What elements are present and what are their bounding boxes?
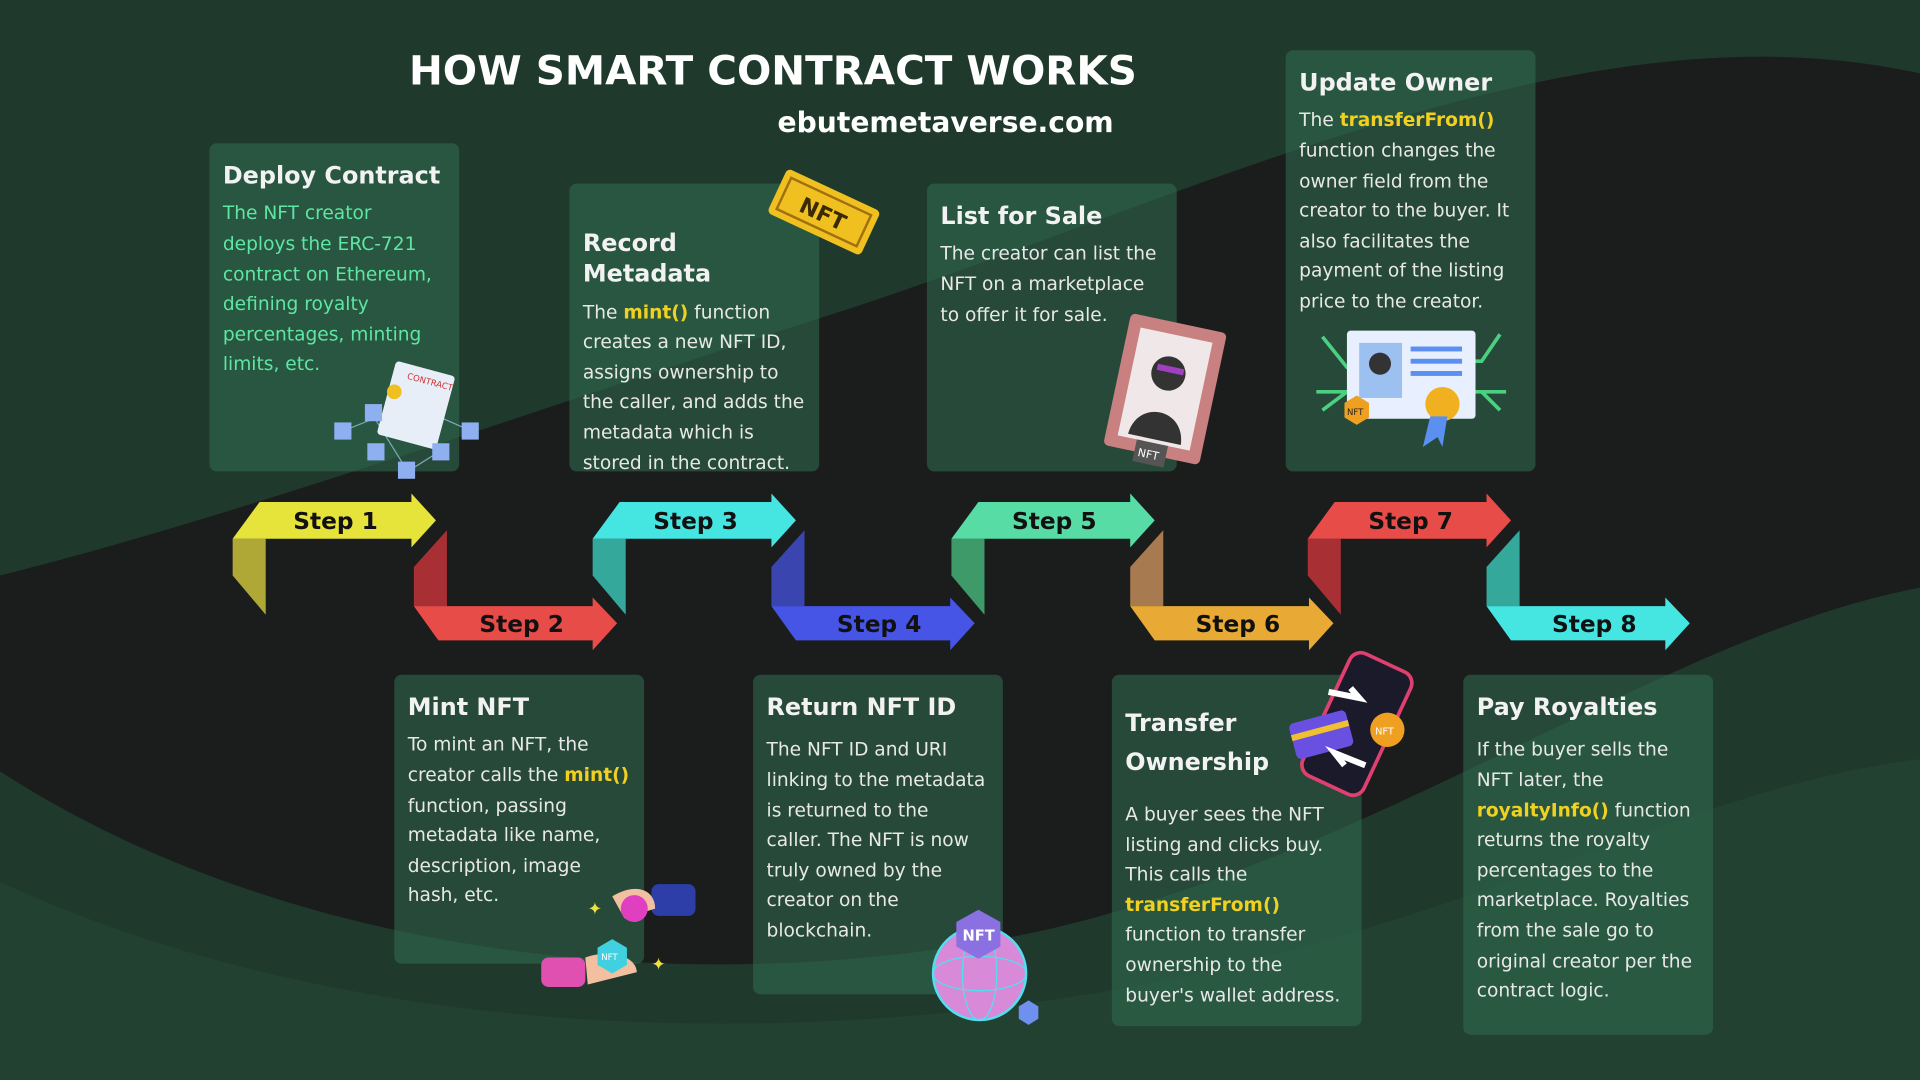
- step-label: Step 1: [293, 508, 378, 535]
- card-body: The mint() function creates a new NFT ID…: [582, 300, 805, 474]
- svg-text:NFT: NFT: [962, 927, 994, 944]
- card-body: The creator can list the NFT on a market…: [940, 242, 1157, 326]
- hands-exchanging-nft-icon: NFT ✦ ✦: [541, 884, 696, 987]
- card-body: A buyer sees the NFT listing and clicks …: [1125, 803, 1341, 1006]
- certificate-circuit-icon: NFT: [1316, 330, 1507, 447]
- step-label: Step 2: [479, 611, 564, 638]
- nft-globe-icon: NFT: [931, 909, 1039, 1025]
- step-label: Step 3: [653, 508, 738, 535]
- arrow-bar: [592, 493, 796, 548]
- step-label: Step 7: [1368, 508, 1453, 535]
- arrow-fold: [951, 538, 985, 615]
- card-title: Deploy Contract: [222, 161, 441, 190]
- card-pay-royalties: Pay Royalties If the buyer sells the NFT…: [1463, 674, 1714, 1035]
- card-transfer-ownership: Transfer Ownership A buyer sees the NFT …: [1111, 674, 1362, 1027]
- step-arrow-5: Step 5: [951, 493, 1155, 615]
- step-arrow-6: Step 6: [1130, 530, 1334, 651]
- card-body: The transferFrom() function changes the …: [1299, 109, 1510, 313]
- svg-text:✦: ✦: [651, 955, 665, 975]
- svg-text:✦: ✦: [588, 900, 602, 920]
- step-arrow-3: Step 3: [592, 493, 796, 615]
- card-title: Record Metadata: [582, 228, 712, 289]
- card-title: Return NFT ID: [766, 693, 957, 722]
- arrow-fold: [771, 530, 805, 607]
- card-mint-nft: Mint NFT To mint an NFT, the creator cal…: [394, 674, 645, 964]
- card-title: Pay Royalties: [1476, 693, 1658, 722]
- card-title: Transfer Ownership: [1125, 708, 1270, 777]
- contract-network-icon: CONTRACT: [334, 361, 479, 479]
- code-transferfrom: transferFrom(): [1339, 109, 1495, 132]
- arrow-fold: [1130, 530, 1164, 607]
- arrow-fold: [232, 538, 266, 615]
- nft-portrait-frame-icon: NFT: [1104, 313, 1227, 468]
- page-title: HOW SMART CONTRACT WORKS: [408, 46, 1137, 95]
- arrow-fold: [1307, 538, 1341, 615]
- card-body: If the buyer sells the NFT later, the ro…: [1476, 738, 1693, 1002]
- arrow-bar: [1307, 493, 1512, 548]
- card-body: The NFT creator deploys the ERC-721 cont…: [222, 202, 432, 376]
- step-label: Step 8: [1552, 611, 1637, 638]
- arrow-bar: [232, 493, 436, 548]
- arrow-bar: [1130, 597, 1334, 651]
- step-arrow-8: Step 8: [1486, 530, 1690, 651]
- card-update-owner: Update Owner The transferFrom() function…: [1285, 50, 1536, 472]
- card-title: Update Owner: [1299, 68, 1493, 97]
- card-body: To mint an NFT, the creator calls the mi…: [407, 733, 630, 907]
- arrow-bar: [771, 597, 975, 651]
- step-arrow-1: Step 1: [232, 493, 436, 615]
- step-label: Step 6: [1196, 611, 1281, 638]
- arrow-bar: [1486, 597, 1690, 651]
- card-title: Mint NFT: [407, 693, 530, 722]
- card-return-nft-id: Return NFT ID The NFT ID and URI linking…: [753, 674, 1003, 995]
- step-label: Step 5: [1012, 508, 1097, 535]
- nft-ticket-icon: NFT: [768, 169, 880, 255]
- arrow-bar: [951, 493, 1155, 548]
- phone-card-transfer-icon: NFT: [1289, 650, 1414, 798]
- card-body: The NFT ID and URI linking to the metada…: [766, 738, 986, 942]
- card-record-metadata: Record Metadata The mint() function crea…: [569, 183, 820, 473]
- arrow-bar: [413, 597, 618, 651]
- arrow-fold: [413, 530, 447, 607]
- code-transferfrom: transferFrom(): [1125, 893, 1280, 916]
- svg-text:NFT: NFT: [1347, 408, 1364, 418]
- step-arrow-4: Step 4: [771, 530, 975, 651]
- website-label: ebutemetaverse.com: [777, 107, 1114, 140]
- svg-text:NFT: NFT: [1137, 446, 1161, 463]
- arrow-fold: [592, 538, 626, 615]
- card-title: List for Sale: [940, 202, 1103, 231]
- code-mint: mint(): [564, 764, 630, 787]
- step-arrow-7: Step 7: [1307, 493, 1512, 615]
- step-label: Step 4: [837, 611, 922, 638]
- code-mint: mint(): [623, 300, 689, 323]
- code-royaltyinfo: royaltyInfo(): [1476, 799, 1609, 822]
- step-arrow-2: Step 2: [413, 530, 618, 651]
- svg-text:NFT: NFT: [601, 953, 618, 963]
- arrow-fold: [1486, 530, 1520, 607]
- svg-text:NFT: NFT: [1375, 727, 1394, 738]
